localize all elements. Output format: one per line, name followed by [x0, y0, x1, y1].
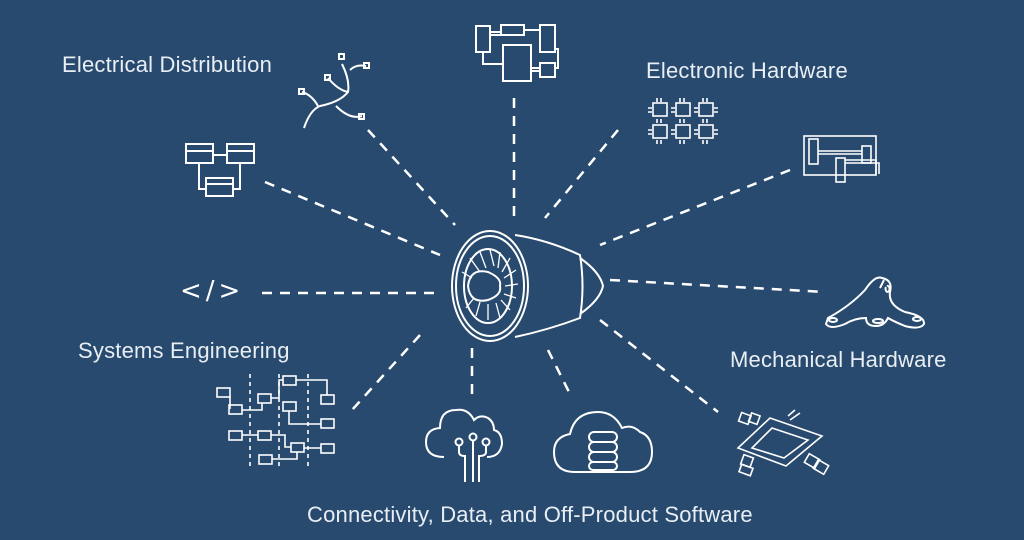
- circuit-board-icon: [475, 24, 559, 82]
- label-electrical-distribution: Electrical Distribution: [62, 52, 273, 77]
- wire-harness-icon: [298, 53, 370, 129]
- label-systems-engineering: Systems Engineering: [78, 338, 290, 363]
- satellite-icon: [736, 409, 830, 477]
- cloud-database-icon: [552, 410, 654, 473]
- bracket-part-icon: [824, 276, 926, 329]
- jet-engine-icon: [451, 230, 605, 342]
- chip-array-icon: [648, 98, 718, 144]
- label-connectivity: Connectivity, Data, and Off-Product Soft…: [307, 502, 753, 527]
- schematic-icon: [803, 135, 880, 183]
- block-diagram-icon: [185, 143, 255, 197]
- cloud-network-icon: [424, 408, 504, 482]
- flowchart-icon: [216, 374, 335, 470]
- code-icon: </>: [180, 276, 245, 306]
- label-mechanical-hardware: Mechanical Hardware: [730, 347, 947, 372]
- label-electronic-hardware: Electronic Hardware: [646, 58, 848, 83]
